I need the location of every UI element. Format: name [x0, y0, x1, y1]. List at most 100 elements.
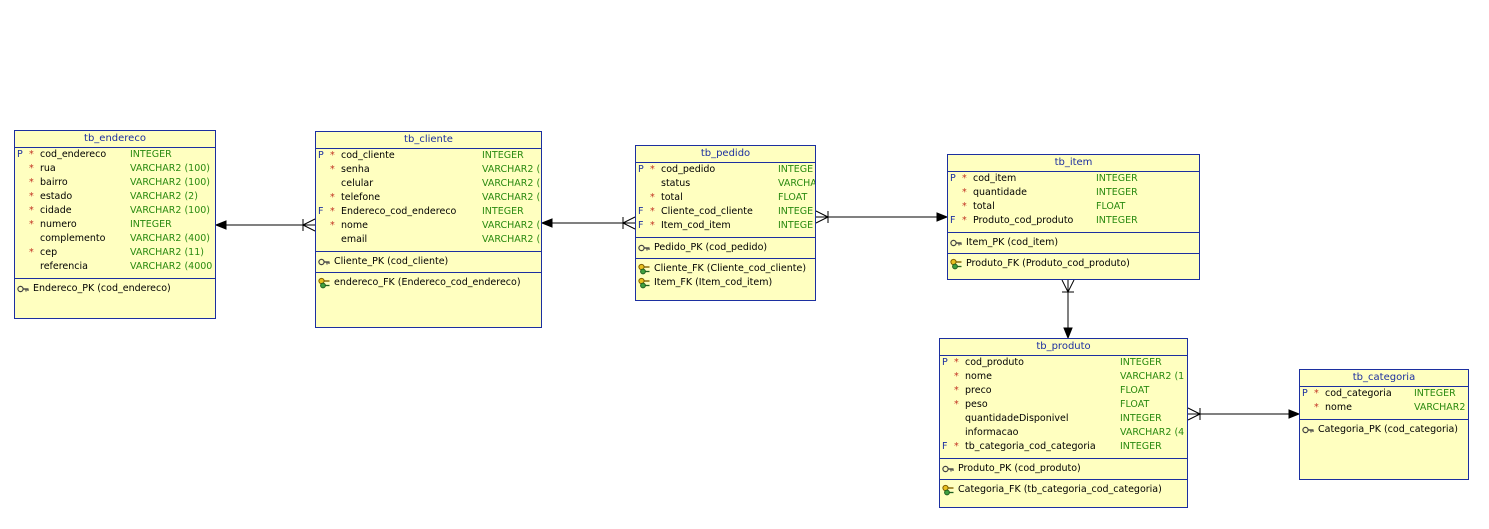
column-name: referencia [40, 261, 88, 272]
rel-pedido-cliente [540, 216, 636, 230]
column-name: quantidade [973, 187, 1027, 198]
column-name: telefone [341, 192, 381, 203]
column-name: peso [965, 399, 988, 410]
pk-label: Endereco_PK (cod_endereco) [33, 283, 171, 294]
mandatory-flag: * [962, 173, 967, 184]
key-icon [17, 283, 29, 295]
fk-row[interactable]: Cliente_FK (Cliente_cod_cliente) [636, 262, 815, 276]
pk-label: Cliente_PK (cod_cliente) [334, 256, 449, 267]
column-name: celular [341, 178, 374, 189]
column-name: nome [1325, 402, 1352, 413]
pk-section: Cliente_PK (cod_cliente) [316, 251, 541, 272]
table-title: tb_produto [940, 339, 1187, 356]
key-flag: P [318, 150, 324, 161]
column-name: Cliente_cod_cliente [661, 206, 753, 217]
fk-row[interactable]: Categoria_FK (tb_categoria_cod_categoria… [940, 483, 1187, 497]
mandatory-flag: * [330, 220, 335, 231]
fk-row[interactable]: endereco_FK (Endereco_cod_endereco) [316, 276, 541, 290]
fk-row[interactable]: Item_FK (Item_cod_item) [636, 276, 815, 290]
foreign-key-icon [638, 277, 650, 289]
column-type: INTEGE [778, 164, 814, 175]
column-type: VARCHA [778, 178, 816, 189]
column-type: VARCHAR2 ( [482, 178, 541, 189]
column-type: VARCHAR2 ( [482, 192, 541, 203]
column-type: VARCHAR2 (100) [130, 205, 211, 216]
foreign-key-icon [950, 258, 962, 270]
column-type: INTEGER [1096, 215, 1138, 226]
fk-section: Categoria_FK (tb_categoria_cod_categoria… [940, 479, 1187, 497]
fk-label: Produto_FK (Produto_cod_produto) [966, 258, 1130, 269]
column-type: VARCHAR2 [1414, 402, 1466, 413]
fk-row[interactable]: Produto_FK (Produto_cod_produto) [948, 257, 1199, 271]
column-row[interactable]: complemento VARCHAR2 (400) [15, 232, 215, 246]
column-name: complemento [40, 233, 106, 244]
column-name: status [661, 178, 691, 189]
pk-row[interactable]: Pedido_PK (cod_pedido) [636, 238, 815, 258]
column-name: cod_cliente [341, 150, 395, 161]
column-name: rua [40, 163, 56, 174]
column-name: estado [40, 191, 73, 202]
mandatory-flag: * [29, 219, 34, 230]
column-type: VARCHAR2 ( [482, 220, 541, 231]
fk-section: Produto_FK (Produto_cod_produto) [948, 253, 1199, 271]
column-row[interactable]: status VARCHA [636, 177, 815, 191]
column-name: preco [965, 385, 992, 396]
table-title: tb_item [948, 155, 1199, 172]
key-flag: P [1302, 388, 1308, 399]
pk-row[interactable]: Produto_PK (cod_produto) [940, 459, 1187, 479]
pk-label: Produto_PK (cod_produto) [958, 463, 1081, 474]
pk-label: Categoria_PK (cod_categoria) [1318, 424, 1459, 435]
mandatory-flag: * [29, 149, 34, 160]
column-type: VARCHAR2 (400) [130, 233, 211, 244]
pk-row[interactable]: Endereco_PK (cod_endereco) [15, 279, 215, 299]
column-row[interactable]: celular VARCHAR2 ( [316, 177, 541, 191]
pk-row[interactable]: Cliente_PK (cod_cliente) [316, 252, 541, 272]
mandatory-flag: * [962, 187, 967, 198]
mandatory-flag: * [650, 206, 655, 217]
pk-row[interactable]: Item_PK (cod_item) [948, 233, 1199, 253]
fk-label: endereco_FK (Endereco_cod_endereco) [334, 277, 521, 288]
column-type: INTEGER [482, 150, 524, 161]
key-icon [1302, 424, 1314, 436]
column-type: INTEGER [130, 219, 172, 230]
pk-row[interactable]: Categoria_PK (cod_categoria) [1300, 420, 1468, 440]
